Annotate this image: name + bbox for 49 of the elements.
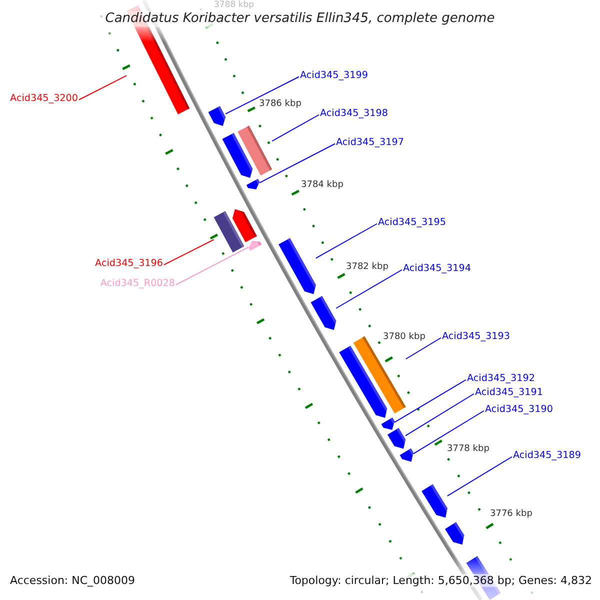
leader-line: [336, 269, 402, 309]
gene-label: Acid345_3194: [403, 263, 471, 274]
scale-label: 3776 kbp: [490, 509, 532, 520]
gene-bar: [208, 106, 226, 126]
gene-bar: [310, 296, 336, 330]
scale-label: 3786 kbp: [259, 99, 302, 110]
gene-bar: [248, 240, 262, 251]
gene-bar: [381, 418, 395, 430]
gene-label: Acid345_3197: [336, 137, 404, 148]
scale-label: 3778 kbp: [447, 444, 490, 455]
leader-line: [405, 337, 442, 360]
scale-label: 3782 kbp: [346, 262, 388, 273]
leader-line: [225, 76, 300, 114]
title: Candidatus Koribacter versatilis Ellin345, complete genome: [105, 11, 495, 27]
gene-label: Acid345_3196: [95, 258, 163, 270]
accession-text: Accession: NC_008009: [10, 574, 136, 588]
gene-label: Acid345_3189: [513, 450, 581, 462]
gene-bar: [246, 178, 260, 190]
scale-label: 3784 kbp: [301, 180, 344, 191]
gene-label: Acid345_3190: [485, 404, 553, 416]
gene-label: Acid345_3198: [320, 108, 388, 120]
gene-bar: [400, 448, 414, 462]
leader-line: [394, 379, 466, 423]
gene-label: Acid345_3199: [300, 70, 368, 82]
gene-label: Acid345_3192: [467, 373, 535, 384]
gene-label: Acid345_3195: [378, 217, 446, 228]
gene-label: Acid345_3191: [475, 387, 543, 398]
leader-line: [405, 393, 474, 436]
gene-bar: [422, 484, 448, 518]
leader-line: [412, 410, 484, 454]
gene-bar: [387, 428, 406, 449]
leader-line: [315, 223, 378, 259]
leader-line: [259, 143, 336, 184]
leader-line: [272, 114, 320, 142]
leader-line: [446, 456, 512, 496]
scale-label: 3780 kbp: [383, 332, 426, 343]
leader-line: [78, 75, 128, 100]
gene-bar: [278, 238, 316, 294]
gene-label: Acid345_R0028: [100, 278, 175, 290]
scale-label: 3788 kbp: [214, 0, 254, 10]
gene-bar: [445, 522, 464, 545]
gene-bar: [214, 211, 244, 252]
leader-line: [164, 239, 214, 266]
gene-bar: [339, 346, 388, 418]
gene-bar: [222, 133, 253, 178]
gene-label: Acid345_3193: [442, 331, 510, 342]
genome-info-text: Topology: circular; Length: 5,650,368 bp; Genes: 4,832: [290, 574, 592, 588]
leader-line: [176, 246, 250, 286]
gene-label: Acid345_3200: [10, 93, 78, 104]
